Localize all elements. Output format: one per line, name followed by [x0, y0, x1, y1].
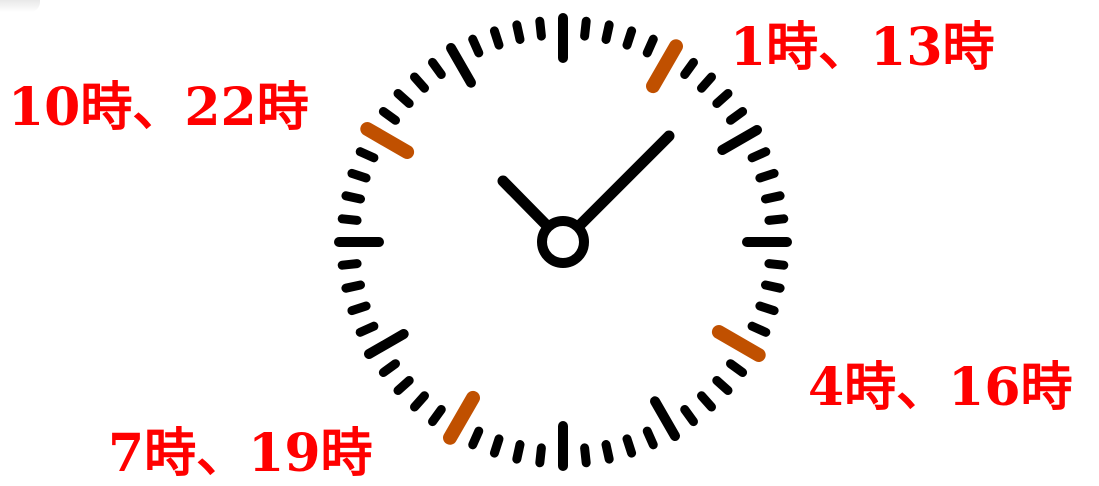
minute-tick-7: [697, 72, 716, 93]
label-hour-10-22: 10時、22時: [8, 77, 309, 138]
minute-tick-13: [761, 191, 785, 204]
minute-tick-26: [642, 426, 658, 450]
minute-tick-41: [355, 321, 379, 337]
minute-tick-19: [747, 321, 771, 337]
label-hour-7-19: 7時、19時: [108, 423, 373, 484]
clock-ticks: [334, 13, 792, 471]
minute-tick-38: [393, 376, 414, 395]
minute-tick-34: [468, 426, 484, 450]
hour-tick-2: [717, 125, 762, 155]
minute-tick-49: [355, 147, 379, 163]
minute-tick-22: [712, 376, 733, 395]
minute-tick-53: [410, 72, 429, 93]
minute-tick-56: [468, 34, 484, 58]
minute-tick-9: [726, 107, 748, 125]
minute-tick-44: [337, 259, 362, 270]
minute-tick-46: [337, 214, 362, 225]
minute-tick-59: [535, 16, 546, 41]
minute-tick-16: [764, 259, 789, 270]
minute-tick-37: [410, 391, 429, 412]
label-hour-4-16: 4時、16時: [808, 357, 1073, 418]
corner-shadow: [0, 0, 40, 12]
minute-tick-23: [697, 391, 716, 412]
minute-tick-52: [393, 89, 414, 108]
minute-tick-8: [712, 89, 733, 108]
minute-tick-29: [580, 443, 591, 468]
minute-tick-6: [680, 57, 698, 79]
minute-tick-2: [601, 20, 614, 44]
minute-tick-43: [341, 280, 365, 293]
center-pin: [537, 216, 589, 268]
minute-tick-47: [341, 191, 365, 204]
minute-tick-39: [378, 359, 400, 377]
highlighted-hour-tick-7: [443, 390, 480, 445]
minute-tick-18: [755, 301, 779, 316]
hour-tick-8: [364, 329, 409, 359]
minute-tick-14: [764, 214, 789, 225]
hour-tick-5: [650, 396, 680, 441]
highlighted-hour-tick-10: [360, 122, 415, 159]
minute-tick-24: [680, 405, 698, 427]
minute-tick-58: [512, 20, 525, 44]
minute-tick-36: [428, 405, 446, 427]
minute-tick-33: [489, 434, 504, 458]
minute-tick-12: [755, 168, 779, 183]
highlighted-hour-tick-4: [711, 325, 766, 362]
minute-tick-27: [622, 434, 637, 458]
minute-tick-21: [726, 359, 748, 377]
minute-tick-28: [601, 440, 614, 464]
minute-tick-48: [347, 168, 371, 183]
minute-tick-31: [535, 443, 546, 468]
hour-tick-11: [446, 43, 476, 88]
minute-tick-3: [622, 26, 637, 50]
highlighted-hour-tick-1: [646, 39, 683, 94]
minute-tick-17: [761, 280, 785, 293]
minute-tick-42: [347, 301, 371, 316]
label-hour-1-13: 1時、13時: [730, 17, 995, 78]
minute-tick-4: [642, 34, 658, 58]
minute-tick-54: [428, 57, 446, 79]
minute-tick-57: [489, 26, 504, 50]
minute-tick-1: [580, 16, 591, 41]
minute-tick-11: [747, 147, 771, 163]
minute-tick-51: [378, 107, 400, 125]
minute-tick-32: [512, 440, 525, 464]
